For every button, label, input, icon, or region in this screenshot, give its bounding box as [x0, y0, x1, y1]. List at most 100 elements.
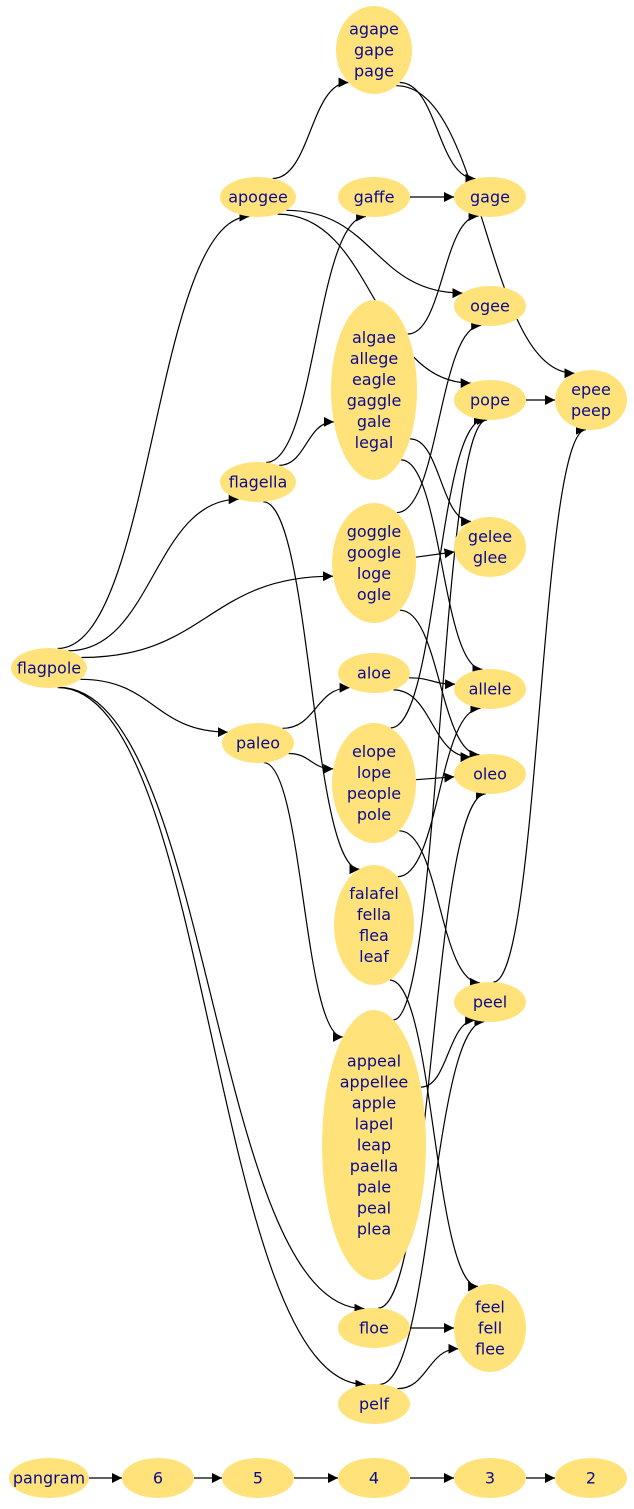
node-shape-l4 [338, 1458, 410, 1498]
node-aloe: aloe [338, 653, 410, 693]
node-shape-algae [331, 300, 417, 480]
node-pelf: pelf [338, 1384, 410, 1424]
node-label: 4 [369, 1469, 379, 1488]
node-peel: peel [454, 982, 526, 1022]
node-label: page [354, 62, 394, 81]
node-label: gaggle [347, 391, 402, 410]
edge-aloe-to-oleo [393, 689, 471, 763]
edge-floe-to-oleo [378, 788, 486, 1309]
edge-goggle-to-gelee [415, 548, 455, 559]
node-label: fella [357, 905, 391, 924]
node-label: glee [473, 548, 507, 567]
node-ogee: ogee [454, 286, 526, 326]
node-shape-goggle [332, 503, 416, 623]
edge-peel-to-epee [493, 424, 587, 983]
edge-pelf-to-feel [397, 1343, 459, 1390]
node-gaffe: gaffe [338, 177, 410, 217]
edge-paleo-to-aloe [282, 682, 350, 729]
edge-flagella-to-algae [278, 416, 334, 466]
node-label: legal [355, 433, 394, 452]
node-shape-appeal [322, 1010, 426, 1280]
node-label: leaf [359, 947, 389, 966]
node-label: peel [473, 993, 507, 1012]
node-allele: allele [454, 669, 526, 709]
node-flagella: flagella [220, 462, 296, 502]
node-shape-flagpole [11, 648, 87, 688]
edge-paleo-to-elope [288, 752, 334, 774]
node-label: plea [357, 1220, 391, 1239]
node-label: floe [359, 1319, 389, 1338]
node-label: aloe [357, 664, 391, 683]
node-shape-ogee [454, 286, 526, 326]
node-shape-gelee [454, 517, 526, 577]
node-label: oleo [473, 765, 507, 784]
node-label: peal [357, 1199, 391, 1218]
node-shape-allele [454, 669, 526, 709]
node-label: ogle [357, 585, 391, 604]
node-label: 2 [586, 1469, 596, 1488]
node-label: goggle [347, 522, 402, 541]
node-l5: 5 [222, 1458, 294, 1498]
node-label: feel [475, 1298, 505, 1317]
node-shape-feel [454, 1284, 526, 1372]
node-shape-aloe [338, 653, 410, 693]
node-shape-peel [454, 982, 526, 1022]
node-label: agape [349, 20, 399, 39]
edge-flagella-to-gaffe [265, 211, 367, 463]
node-label: google [347, 543, 401, 562]
node-label: apple [352, 1094, 396, 1113]
edge-apogee-to-ogee [286, 209, 463, 299]
node-label: appeal [347, 1052, 401, 1071]
node-label: ogee [470, 297, 510, 316]
node-label: eagle [352, 370, 396, 389]
node-label: people [347, 784, 401, 803]
node-label: loge [357, 564, 391, 583]
node-label: algae [352, 328, 396, 347]
node-shape-gaffe [338, 177, 410, 217]
node-shape-gage [454, 177, 526, 217]
node-label: 3 [485, 1469, 495, 1488]
edge-falafel-to-allele [397, 703, 481, 878]
edge-flagpole-to-goggle [81, 571, 334, 659]
node-label: pope [470, 391, 510, 410]
edge-algae-to-gage [407, 211, 479, 335]
node-label: flee [475, 1340, 505, 1359]
node-label: allele [469, 680, 512, 699]
node-label: pole [357, 805, 391, 824]
node-l2: 2 [555, 1458, 627, 1498]
node-shape-floe [338, 1308, 410, 1348]
edge-flagpole-to-floe [58, 686, 365, 1314]
node-shape-paleo [222, 723, 294, 763]
node-label: flea [359, 926, 389, 945]
node-label: paleo [236, 734, 280, 753]
node-label: 6 [153, 1469, 163, 1488]
node-shape-l3 [454, 1458, 526, 1498]
edge-goggle-to-ogee [396, 320, 482, 514]
node-l3: 3 [454, 1458, 526, 1498]
node-apogee: apogee [220, 177, 296, 217]
node-shape-falafel [334, 865, 414, 985]
node-label: peep [571, 401, 611, 420]
node-label: leap [357, 1136, 391, 1155]
node-label: 5 [253, 1469, 263, 1488]
node-shape-flagella [220, 462, 296, 502]
node-flagpole: flagpole [11, 648, 87, 688]
edge-flagpole-to-pelf [57, 686, 366, 1390]
edges-layer [57, 77, 587, 1483]
edge-elope-to-peel [399, 830, 480, 988]
node-label: elope [352, 742, 396, 761]
node-pangram: pangram [9, 1458, 89, 1498]
edge-algae-to-gelee [410, 438, 472, 527]
node-shape-oleo [454, 754, 526, 794]
node-shape-agape [336, 6, 412, 94]
edge-pelf-to-peel [379, 1016, 485, 1385]
node-l6: 6 [122, 1458, 194, 1498]
edge-algae-to-allele [401, 459, 483, 675]
